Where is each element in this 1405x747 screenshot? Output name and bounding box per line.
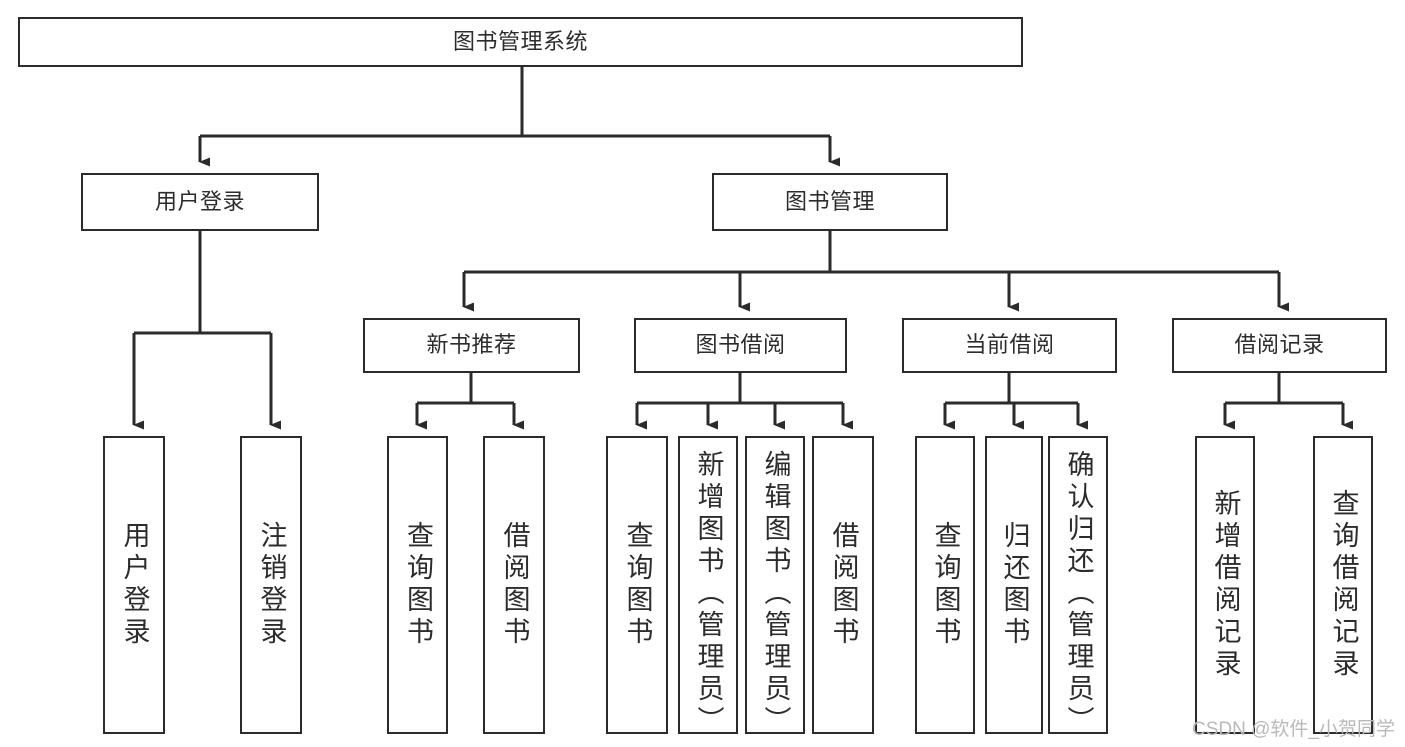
node-root[interactable]: 图书管理系统	[18, 17, 1023, 67]
node-leaf-return-book[interactable]: 归还图书	[985, 436, 1043, 734]
node-leaf-edit-book-admin[interactable]: 编辑图书（管理员）	[745, 436, 805, 738]
node-label: 当前借阅	[964, 332, 1055, 358]
csdn-watermark: CSDN @软件_小贺同学	[1192, 719, 1395, 740]
node-leaf-query-borrow-record[interactable]: 查询借阅记录	[1313, 436, 1373, 734]
node-leaf-user-logout[interactable]: 注销登录	[240, 436, 302, 734]
node-current-borrow[interactable]: 当前借阅	[902, 318, 1117, 373]
node-label: 用户登录	[154, 188, 245, 214]
node-label: 图书管理	[784, 188, 875, 214]
node-leaf-borrow-book-2[interactable]: 借阅图书	[812, 436, 874, 734]
node-label: 借阅图书	[499, 521, 530, 649]
node-label: 图书借阅	[695, 332, 786, 358]
node-leaf-query-book-1[interactable]: 查询图书	[387, 436, 448, 734]
node-label: 新增图书（管理员）	[693, 450, 724, 738]
node-leaf-confirm-return-admin[interactable]: 确认归还（管理员）	[1048, 436, 1108, 738]
node-book-mgmt[interactable]: 图书管理	[712, 173, 948, 231]
node-label: 新书推荐	[426, 332, 517, 358]
node-label: 借阅记录	[1234, 332, 1325, 358]
node-label: 注销登录	[256, 521, 287, 649]
node-borrow-record[interactable]: 借阅记录	[1172, 318, 1387, 373]
node-leaf-add-book-admin[interactable]: 新增图书（管理员）	[678, 436, 738, 738]
node-label: 查询图书	[403, 521, 433, 649]
node-label: 图书管理系统	[452, 28, 588, 54]
node-leaf-query-book-3[interactable]: 查询图书	[915, 436, 975, 734]
node-leaf-user-login[interactable]: 用户登录	[103, 436, 165, 734]
node-label: 查询图书	[622, 521, 653, 649]
node-leaf-query-book-2[interactable]: 查询图书	[606, 436, 668, 734]
node-label: 新增借阅记录	[1210, 489, 1241, 681]
node-new-book-rec[interactable]: 新书推荐	[363, 318, 580, 373]
node-leaf-add-borrow-record[interactable]: 新增借阅记录	[1195, 436, 1255, 734]
node-user-login[interactable]: 用户登录	[81, 173, 319, 231]
connector-lines	[132, 67, 1353, 430]
node-label: 用户登录	[119, 521, 150, 649]
node-book-borrow[interactable]: 图书借阅	[634, 318, 847, 373]
node-leaf-borrow-book-1[interactable]: 借阅图书	[483, 436, 545, 734]
node-label: 查询图书	[930, 521, 961, 649]
node-label: 确认归还（管理员）	[1063, 450, 1094, 738]
node-label: 编辑图书（管理员）	[760, 450, 791, 738]
node-label: 借阅图书	[828, 521, 859, 649]
node-label: 归还图书	[999, 521, 1030, 649]
node-label: 查询借阅记录	[1328, 489, 1359, 681]
